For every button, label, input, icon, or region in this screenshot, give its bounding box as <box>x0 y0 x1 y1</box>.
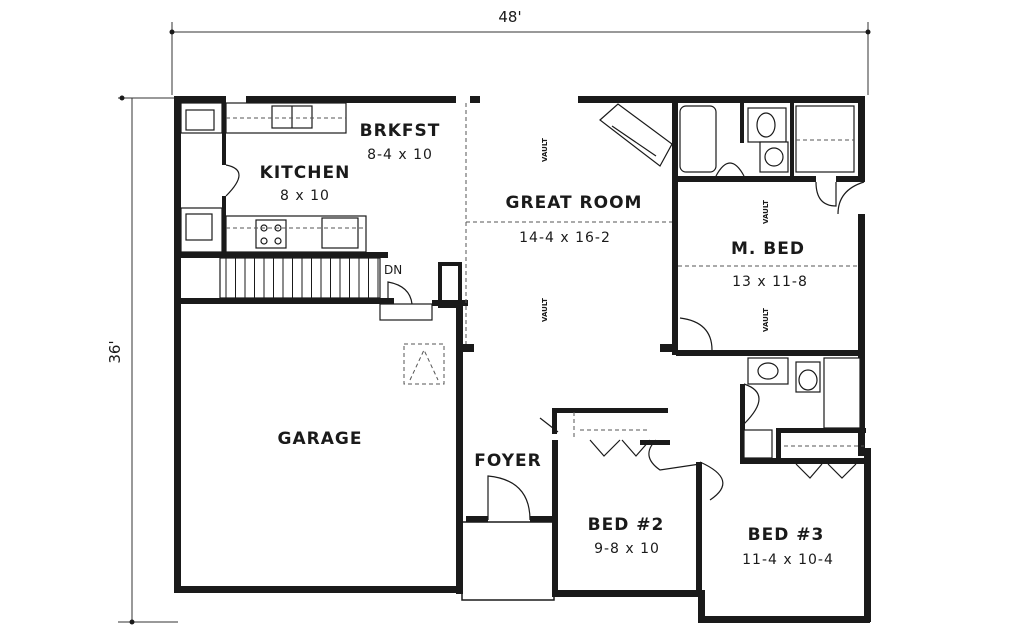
stair-door-swing <box>387 281 413 305</box>
vault-label-great-room-top: VAULT <box>541 138 549 162</box>
vault-label-great-room-bottom: VAULT <box>541 298 549 322</box>
room-name-foyer: FOYER <box>474 451 541 471</box>
room-dims-bed2: 9-8 x 10 <box>594 541 660 557</box>
stair-landing <box>379 303 433 321</box>
room-name-bed2: BED #2 <box>588 515 665 535</box>
fireplace <box>599 103 673 167</box>
room-dims-great-room: 14-4 x 16-2 <box>519 230 611 246</box>
garage-water-heater <box>403 343 445 385</box>
room-dims-kitchen: 8 x 10 <box>280 188 330 204</box>
room-name-brkfst: BRKFST <box>360 121 441 141</box>
overall-width-label: 48' <box>498 8 521 26</box>
overall-depth-label: 36' <box>106 340 124 363</box>
room-name-great-room: GREAT ROOM <box>506 193 643 213</box>
hall-bath-fixtures <box>743 357 861 459</box>
room-name-kitchen: KITCHEN <box>260 163 351 183</box>
vault-label-master-top: VAULT <box>762 200 770 224</box>
stair-down-label: DN <box>384 263 402 277</box>
stairs <box>219 257 381 299</box>
room-name-bed3: BED #3 <box>748 525 825 545</box>
bedroom-closets <box>539 412 864 501</box>
front-door <box>466 475 552 522</box>
depth-dimension-line <box>118 95 178 625</box>
master-bath-fixtures <box>678 105 865 267</box>
room-dims-master-bed: 13 x 11-8 <box>732 274 808 290</box>
kitchen-fixtures <box>180 102 367 253</box>
interior-walls <box>174 103 870 596</box>
room-name-garage: GARAGE <box>278 429 363 449</box>
width-dimension-line <box>169 22 871 95</box>
room-dims-bed3: 11-4 x 10-4 <box>742 552 834 568</box>
room-name-master-bed: M. BED <box>731 239 805 259</box>
vault-label-master-bottom: VAULT <box>762 308 770 332</box>
master-bed-door-swing <box>679 317 713 351</box>
exterior-walls <box>174 96 871 623</box>
room-dims-brkfst: 8-4 x 10 <box>367 147 433 163</box>
